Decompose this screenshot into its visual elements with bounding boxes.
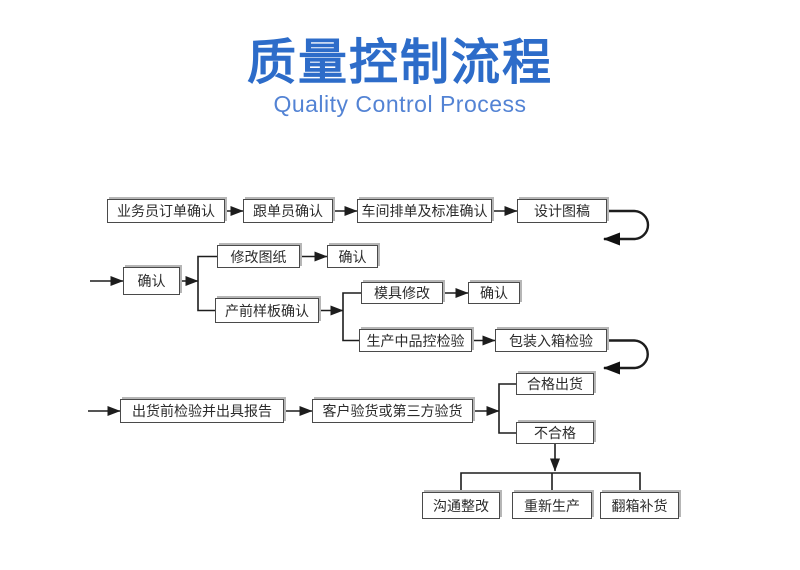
node-qualified-shipment: 合格出货 bbox=[516, 373, 594, 395]
loop-arrow-row1 bbox=[603, 209, 650, 246]
node-preshipment-inspection-report: 出货前检验并出具报告 bbox=[120, 399, 284, 423]
node-confirm-3: 确认 bbox=[468, 282, 520, 304]
node-unqualified: 不合格 bbox=[516, 422, 594, 444]
node-repack-replenish: 翻箱补货 bbox=[600, 492, 679, 519]
branch-line-result bbox=[498, 383, 516, 434]
branch-line-confirm bbox=[197, 255, 217, 312]
loop-arrow-row2 bbox=[603, 339, 649, 375]
node-confirm-1: 确认 bbox=[123, 267, 180, 295]
node-inprocess-qc-inspection: 生产中品控检验 bbox=[359, 329, 472, 352]
node-packing-inspection: 包装入箱检验 bbox=[495, 329, 607, 352]
node-modify-drawing: 修改图纸 bbox=[217, 245, 300, 268]
distribution-line bbox=[460, 472, 641, 492]
node-preproduction-sample-confirm: 产前样板确认 bbox=[215, 298, 319, 323]
node-merchandiser-confirm: 跟单员确认 bbox=[243, 199, 333, 223]
branch-line-sample bbox=[342, 292, 361, 342]
node-communicate-rectify: 沟通整改 bbox=[422, 492, 500, 519]
node-workshop-schedule-confirm: 车间排单及标准确认 bbox=[357, 199, 492, 223]
node-reproduce: 重新生产 bbox=[512, 492, 592, 519]
node-design-draft: 设计图稿 bbox=[517, 199, 607, 223]
page-title: 质量控制流程 bbox=[246, 36, 553, 90]
node-mold-modify: 模具修改 bbox=[361, 282, 443, 304]
node-confirm-2: 确认 bbox=[327, 245, 378, 268]
node-customer-thirdparty-inspection: 客户验货或第三方验货 bbox=[312, 399, 473, 423]
page-subtitle: Quality Control Process bbox=[273, 91, 527, 117]
node-order-confirm: 业务员订单确认 bbox=[107, 199, 225, 223]
